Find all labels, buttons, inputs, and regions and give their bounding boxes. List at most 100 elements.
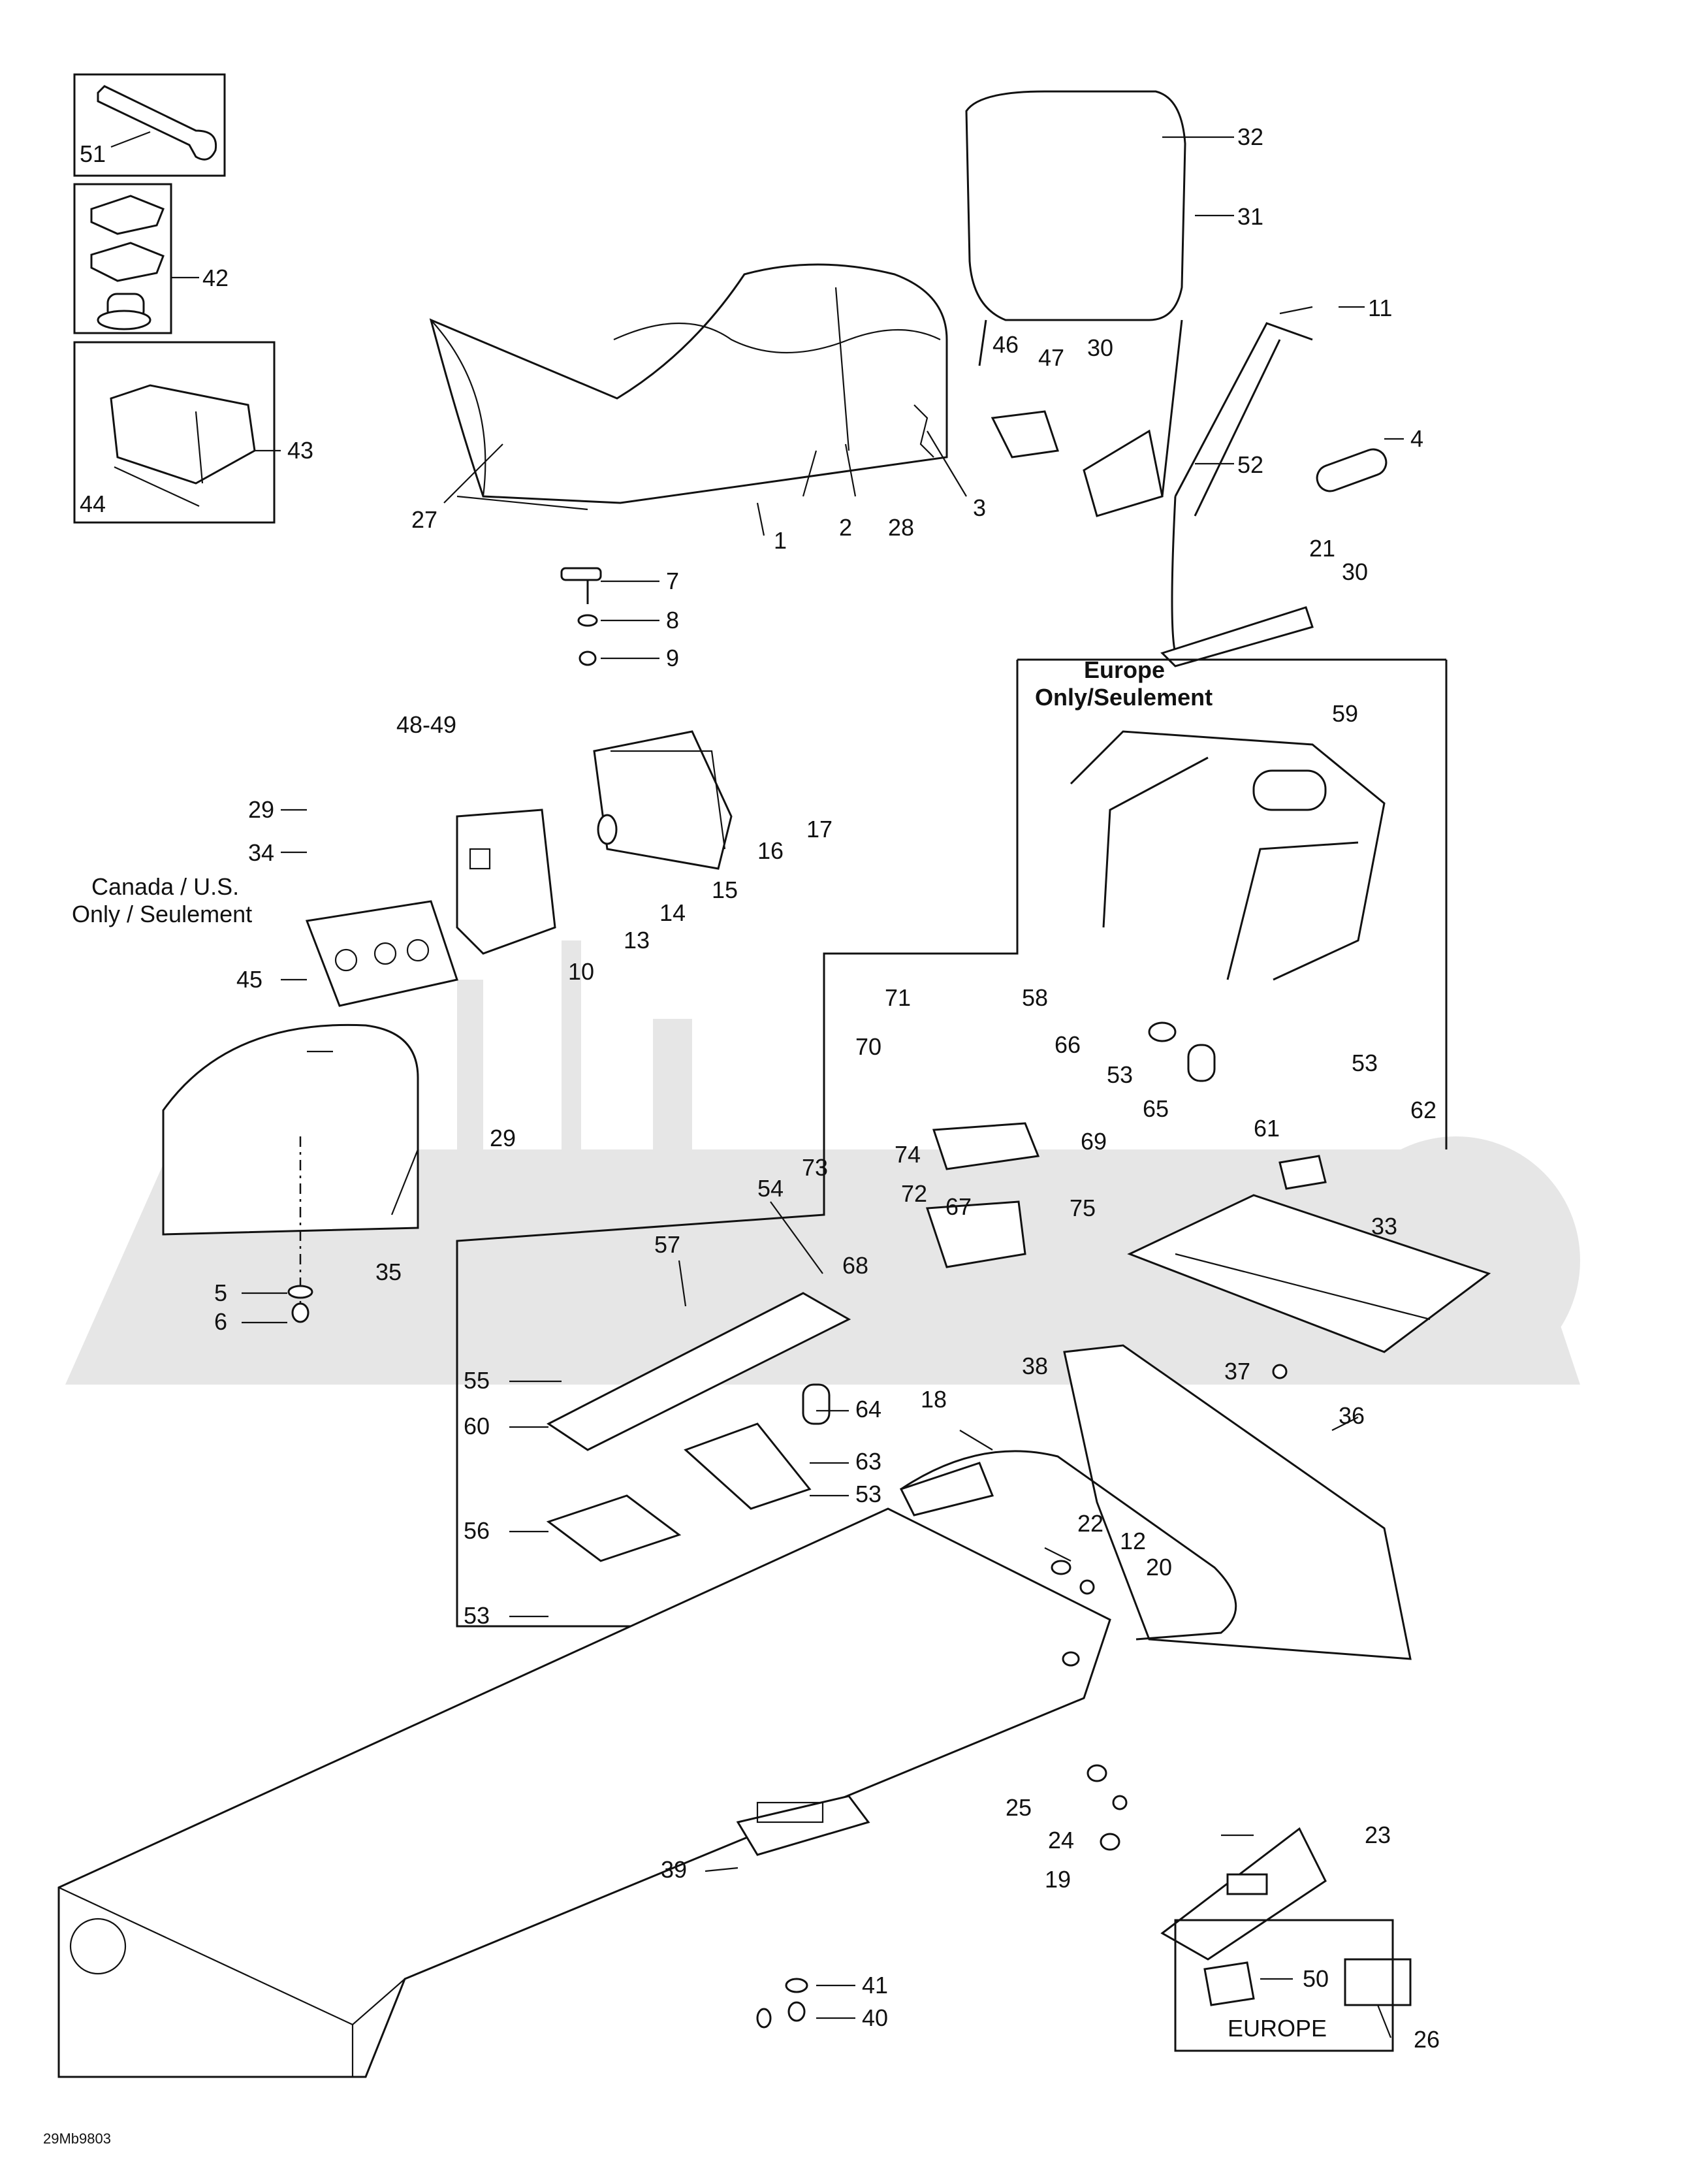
europe-box-label: EUROPE xyxy=(1228,2015,1327,2042)
callout-34: 34 xyxy=(248,839,274,866)
callout-labels: 51 42 43 44 32 31 11 46 47 30 4 52 21 30… xyxy=(80,123,1440,2053)
region-labels: Canada / U.S. Only / Seulement Europe On… xyxy=(43,656,1327,2147)
mount-plates xyxy=(546,1122,1040,1562)
callout-59: 59 xyxy=(1332,700,1358,727)
callout-73: 73 xyxy=(802,1154,828,1181)
callout-6: 6 xyxy=(214,1308,227,1335)
callout-67: 67 xyxy=(945,1193,972,1220)
callout-2: 2 xyxy=(839,514,852,541)
callout-15: 15 xyxy=(712,876,738,903)
callout-55: 55 xyxy=(464,1367,490,1394)
callout-22: 22 xyxy=(1077,1510,1103,1537)
callout-61: 61 xyxy=(1254,1115,1280,1142)
callout-27: 27 xyxy=(411,506,437,533)
callout-12: 12 xyxy=(1120,1528,1146,1554)
callout-11: 11 xyxy=(1368,295,1392,321)
seat-assembly xyxy=(429,263,948,511)
callout-10: 10 xyxy=(568,958,594,985)
callout-72: 72 xyxy=(901,1180,927,1207)
callout-74: 74 xyxy=(895,1141,921,1168)
callout-29a: 29 xyxy=(248,796,274,823)
callout-52: 52 xyxy=(1237,451,1263,478)
callout-53a: 53 xyxy=(1107,1061,1133,1088)
callout-19: 19 xyxy=(1045,1866,1071,1893)
callout-62: 62 xyxy=(1410,1097,1436,1123)
callout-4: 4 xyxy=(1410,425,1423,452)
callout-32: 32 xyxy=(1237,123,1263,150)
leader-lines xyxy=(242,136,1404,2038)
callout-29b: 29 xyxy=(490,1125,516,1151)
callout-21: 21 xyxy=(1309,535,1335,562)
callout-54: 54 xyxy=(757,1175,784,1202)
callout-31: 31 xyxy=(1237,203,1263,230)
callout-28: 28 xyxy=(888,514,914,541)
callout-35: 35 xyxy=(375,1259,402,1285)
taillight-assembly xyxy=(162,730,733,1323)
callout-60: 60 xyxy=(464,1413,490,1439)
callout-53d: 53 xyxy=(464,1602,490,1629)
callout-66: 66 xyxy=(1055,1031,1081,1058)
europe-label-line2: Only/Seulement xyxy=(1035,684,1213,711)
callout-58: 58 xyxy=(1022,984,1048,1011)
callout-18: 18 xyxy=(921,1386,947,1413)
callout-53c: 53 xyxy=(855,1481,881,1507)
fasteners-7-8-9 xyxy=(560,567,602,666)
callout-24: 24 xyxy=(1048,1827,1074,1854)
callout-14: 14 xyxy=(659,899,686,926)
callout-69: 69 xyxy=(1081,1128,1107,1155)
callout-23: 23 xyxy=(1365,1822,1391,1848)
callout-36: 36 xyxy=(1339,1402,1365,1429)
callout-75: 75 xyxy=(1070,1195,1096,1221)
callout-44: 44 xyxy=(80,490,106,517)
callout-48-49: 48-49 xyxy=(396,711,456,738)
callout-65: 65 xyxy=(1143,1095,1169,1122)
callout-30a: 30 xyxy=(1087,334,1113,361)
europe-label-line1: Europe xyxy=(1084,656,1165,683)
callout-51: 51 xyxy=(80,140,106,167)
europe-rack xyxy=(456,658,1448,1628)
callout-56: 56 xyxy=(464,1517,490,1544)
small-fasteners xyxy=(756,1364,1288,2029)
callout-25: 25 xyxy=(1006,1794,1032,1821)
callout-64: 64 xyxy=(855,1396,881,1422)
callout-70: 70 xyxy=(855,1033,881,1060)
callout-43: 43 xyxy=(287,437,313,464)
callout-26: 26 xyxy=(1414,2026,1440,2053)
canada-us-label-line1: Canada / U.S. xyxy=(91,873,239,900)
callout-9: 9 xyxy=(666,645,679,671)
inset-box-42 xyxy=(73,183,199,334)
callout-38: 38 xyxy=(1022,1353,1048,1379)
callout-71: 71 xyxy=(885,984,911,1011)
callout-50: 50 xyxy=(1303,1965,1329,1992)
callout-39: 39 xyxy=(661,1856,687,1883)
callout-53b: 53 xyxy=(1352,1050,1378,1076)
europe-inset-box xyxy=(1174,1919,1394,2052)
callout-30b: 30 xyxy=(1342,558,1368,585)
callout-45: 45 xyxy=(236,966,262,993)
callout-63: 63 xyxy=(855,1448,881,1475)
callout-46: 46 xyxy=(992,331,1019,358)
rear-rack-and-flap xyxy=(899,1194,1491,1660)
inset-box-43-44 xyxy=(73,341,281,524)
callout-47: 47 xyxy=(1038,344,1064,371)
callout-42: 42 xyxy=(202,265,229,291)
tunnel-chassis xyxy=(57,1507,1412,2078)
drawing-code: 29Mb9803 xyxy=(43,2130,111,2147)
callout-40: 40 xyxy=(862,2004,888,2031)
callout-57: 57 xyxy=(654,1231,680,1258)
callout-7: 7 xyxy=(666,568,679,594)
callout-68: 68 xyxy=(842,1252,868,1279)
callout-5: 5 xyxy=(214,1279,227,1306)
callout-13: 13 xyxy=(624,927,650,954)
inset-box-51 xyxy=(73,73,226,177)
callout-20: 20 xyxy=(1146,1554,1172,1581)
callout-37: 37 xyxy=(1224,1358,1250,1385)
callout-1: 1 xyxy=(774,527,787,554)
callout-3: 3 xyxy=(973,494,986,521)
callout-41: 41 xyxy=(862,1972,888,1999)
backrest-assembly xyxy=(965,90,1388,667)
callout-17: 17 xyxy=(806,816,833,843)
canada-us-label-line2: Only / Seulement xyxy=(72,901,252,927)
callout-33: 33 xyxy=(1371,1213,1397,1240)
